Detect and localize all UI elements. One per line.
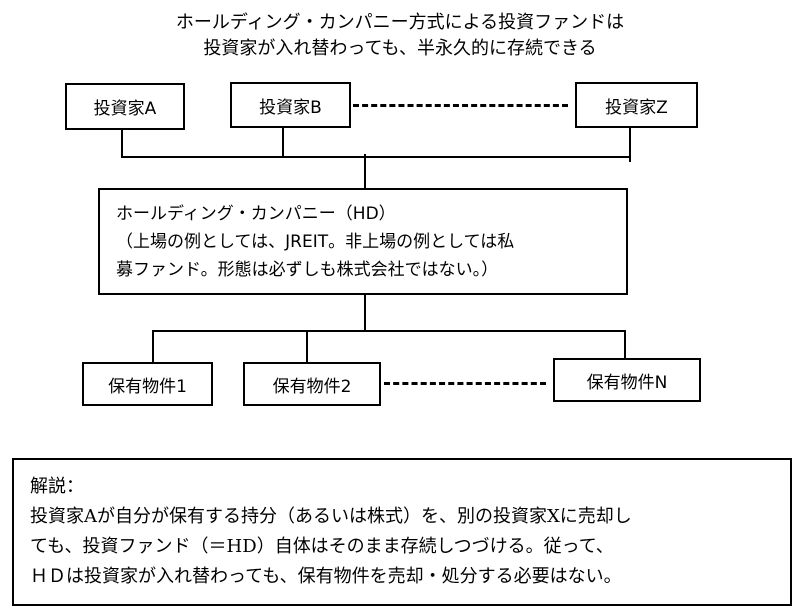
explanation-line3: ＨＤは投資家が入れ替わっても、保有物件を売却・処分する必要はない。 [30, 566, 622, 587]
investor-ellipsis-dash [353, 104, 568, 107]
connector-property-n [624, 330, 626, 359]
investor-bus-line [121, 156, 631, 158]
holding-company-box: ホールディング・カンパニー（HD） （上場の例としては、JREIT。非上場の例と… [98, 188, 628, 295]
diagram-title-line1: ホールディング・カンパニー方式による投資ファンドは [175, 12, 625, 33]
investor-b-box: 投資家B [230, 82, 351, 128]
hd-line3: 募ファンド。形態は必ずしも株式会社ではない。） [116, 260, 499, 280]
connector-b [282, 128, 284, 156]
explanation-box: 解説： 投資家Aが自分が保有する持分（あるいは株式）を、別の投資家Xに売却し て… [12, 458, 792, 606]
explanation-line1: 投資家Aが自分が保有する持分（あるいは株式）を、別の投資家Xに売却し [30, 506, 632, 527]
hd-line1: ホールディング・カンパニー（HD） [116, 204, 396, 224]
property-2-box: 保有物件2 [243, 362, 381, 406]
connector-hd-bottom [364, 295, 366, 331]
diagram-title-line2: 投資家が入れ替わっても、半永久的に存続できる [203, 38, 597, 59]
investor-a-box: 投資家A [65, 83, 185, 130]
connector-property-2 [306, 330, 308, 363]
connector-property-1 [152, 330, 154, 363]
hd-line2: （上場の例としては、JREIT。非上場の例としては私 [116, 232, 515, 252]
connector-a [121, 130, 123, 158]
property-n-box: 保有物件N [553, 358, 701, 402]
connector-z [629, 128, 631, 162]
property-ellipsis-dash [384, 382, 546, 385]
connector-hd-top [364, 154, 366, 189]
property-1-box: 保有物件1 [82, 362, 213, 406]
property-bus-line [152, 330, 626, 332]
explanation-heading: 解説： [30, 476, 84, 497]
explanation-line2: ても、投資ファンド（＝HD）自体はそのまま存続しつづける。従って、 [30, 536, 614, 557]
investor-z-box: 投資家Z [575, 82, 698, 128]
